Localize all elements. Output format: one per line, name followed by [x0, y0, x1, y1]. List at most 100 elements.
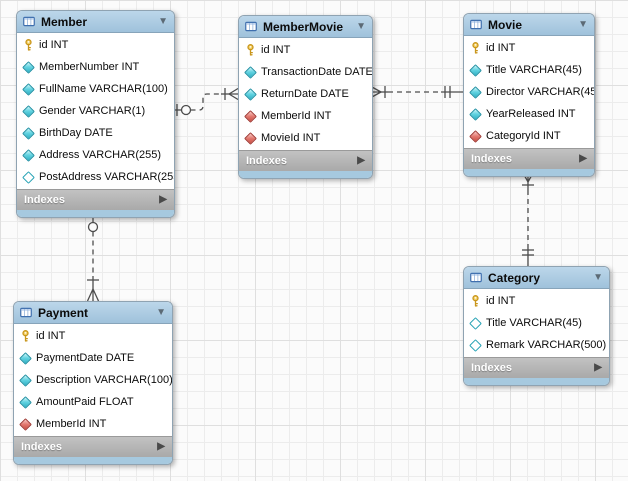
table-member[interactable]: Member ▼ id INT MemberNumber INT FullNam… [16, 10, 175, 218]
column-icon [468, 63, 482, 77]
column-label: FullName VARCHAR(100) [39, 83, 168, 95]
column-label: id INT [36, 330, 66, 342]
table-payment[interactable]: Payment ▼ id INT PaymentDate DATE Descri… [13, 301, 173, 465]
column-label: CategoryId INT [486, 130, 561, 142]
table-column[interactable]: Remark VARCHAR(500) [464, 334, 609, 356]
indexes-label: Indexes [21, 441, 62, 453]
table-body: id INT Title VARCHAR(45) Director VARCHA… [464, 36, 594, 148]
column-label: id INT [486, 42, 516, 54]
table-header[interactable]: Movie ▼ [464, 14, 594, 36]
column-nullable-icon [21, 170, 35, 184]
table-column[interactable]: BirthDay DATE [17, 122, 174, 144]
column-label: Title VARCHAR(45) [486, 64, 582, 76]
table-icon [23, 16, 35, 28]
expand-arrow-icon[interactable]: ▶ [357, 155, 365, 166]
rel-movie-category[interactable] [521, 171, 535, 266]
table-column[interactable]: TransactionDate DATE [239, 61, 372, 83]
table-column[interactable]: Gender VARCHAR(1) [17, 100, 174, 122]
table-movie[interactable]: Movie ▼ id INT Title VARCHAR(45) Directo… [463, 13, 595, 177]
table-column[interactable]: Director VARCHAR(45) [464, 81, 594, 103]
table-column[interactable]: MovieId INT [239, 127, 372, 149]
collapse-arrow-icon[interactable]: ▼ [578, 18, 588, 30]
foreign-key-icon [243, 109, 257, 123]
table-column[interactable]: Address VARCHAR(255) [17, 144, 174, 166]
column-label: Title VARCHAR(45) [486, 317, 582, 329]
collapse-arrow-icon[interactable]: ▼ [593, 271, 603, 283]
table-header[interactable]: MemberMovie ▼ [239, 16, 372, 38]
column-icon [21, 60, 35, 74]
indexes-bar[interactable]: Indexes ▶ [239, 150, 372, 171]
table-column[interactable]: id INT [464, 37, 594, 59]
indexes-bar[interactable]: Indexes ▶ [464, 357, 609, 378]
table-body: id INT Title VARCHAR(45) Remark VARCHAR(… [464, 289, 609, 357]
rel-member-payment[interactable] [86, 213, 100, 302]
table-column[interactable]: Title VARCHAR(45) [464, 312, 609, 334]
rel-membermovie-movie[interactable] [370, 85, 463, 99]
indexes-label: Indexes [471, 362, 512, 374]
table-column[interactable]: CategoryId INT [464, 125, 594, 147]
table-column[interactable]: id INT [239, 39, 372, 61]
indexes-bar[interactable]: Indexes ▶ [14, 436, 172, 457]
column-nullable-icon [468, 338, 482, 352]
column-label: MemberId INT [261, 110, 332, 122]
table-column[interactable]: id INT [14, 325, 172, 347]
column-label: Remark VARCHAR(500) [486, 339, 607, 351]
primary-key-icon [22, 39, 34, 51]
table-column[interactable]: MemberNumber INT [17, 56, 174, 78]
table-icon [245, 21, 257, 33]
expand-arrow-icon[interactable]: ▶ [159, 194, 167, 205]
table-bottom-strip [239, 171, 372, 178]
table-icon [470, 272, 482, 284]
column-label: PostAddress VARCHAR(255) [39, 171, 175, 183]
indexes-bar[interactable]: Indexes ▶ [17, 189, 174, 210]
table-column[interactable]: AmountPaid FLOAT [14, 391, 172, 413]
collapse-arrow-icon[interactable]: ▼ [158, 15, 168, 27]
table-body: id INT MemberNumber INT FullName VARCHAR… [17, 33, 174, 189]
table-column[interactable]: FullName VARCHAR(100) [17, 78, 174, 100]
table-column[interactable]: PaymentDate DATE [14, 347, 172, 369]
table-header[interactable]: Payment ▼ [14, 302, 172, 324]
table-category[interactable]: Category ▼ id INT Title VARCHAR(45) Rema… [463, 266, 610, 386]
table-column[interactable]: MemberId INT [14, 413, 172, 435]
table-column[interactable]: MemberId INT [239, 105, 372, 127]
expand-arrow-icon[interactable]: ▶ [579, 153, 587, 164]
table-column[interactable]: id INT [464, 290, 609, 312]
column-label: Gender VARCHAR(1) [39, 105, 146, 117]
table-header[interactable]: Member ▼ [17, 11, 174, 33]
table-column[interactable]: id INT [17, 34, 174, 56]
collapse-arrow-icon[interactable]: ▼ [356, 20, 366, 32]
column-label: AmountPaid FLOAT [36, 396, 134, 408]
table-column[interactable]: Title VARCHAR(45) [464, 59, 594, 81]
column-label: Description VARCHAR(100) [36, 374, 173, 386]
table-column[interactable]: Description VARCHAR(100) [14, 369, 172, 391]
table-bottom-strip [17, 210, 174, 217]
table-bottom-strip [464, 378, 609, 385]
primary-key-icon [469, 295, 481, 307]
column-icon [18, 351, 32, 365]
table-column[interactable]: YearReleased INT [464, 103, 594, 125]
collapse-arrow-icon[interactable]: ▼ [156, 306, 166, 318]
column-label: MovieId INT [261, 132, 321, 144]
table-header[interactable]: Category ▼ [464, 267, 609, 289]
column-icon [18, 373, 32, 387]
table-column[interactable]: ReturnDate DATE [239, 83, 372, 105]
foreign-key-icon [468, 129, 482, 143]
indexes-label: Indexes [24, 194, 65, 206]
column-label: id INT [486, 295, 516, 307]
table-column[interactable]: PostAddress VARCHAR(255) [17, 166, 174, 188]
expand-arrow-icon[interactable]: ▶ [157, 441, 165, 452]
expand-arrow-icon[interactable]: ▶ [594, 362, 602, 373]
column-label: PaymentDate DATE [36, 352, 135, 364]
table-membermovie[interactable]: MemberMovie ▼ id INT TransactionDate DAT… [238, 15, 373, 179]
table-body: id INT TransactionDate DATE ReturnDate D… [239, 38, 372, 150]
table-body: id INT PaymentDate DATE Description VARC… [14, 324, 172, 436]
indexes-bar[interactable]: Indexes ▶ [464, 148, 594, 169]
foreign-key-icon [18, 417, 32, 431]
table-icon [20, 307, 32, 319]
column-label: BirthDay DATE [39, 127, 113, 139]
rel-member-membermovie[interactable] [173, 87, 239, 116]
table-bottom-strip [14, 457, 172, 464]
table-bottom-strip [464, 169, 594, 176]
column-label: Address VARCHAR(255) [39, 149, 162, 161]
